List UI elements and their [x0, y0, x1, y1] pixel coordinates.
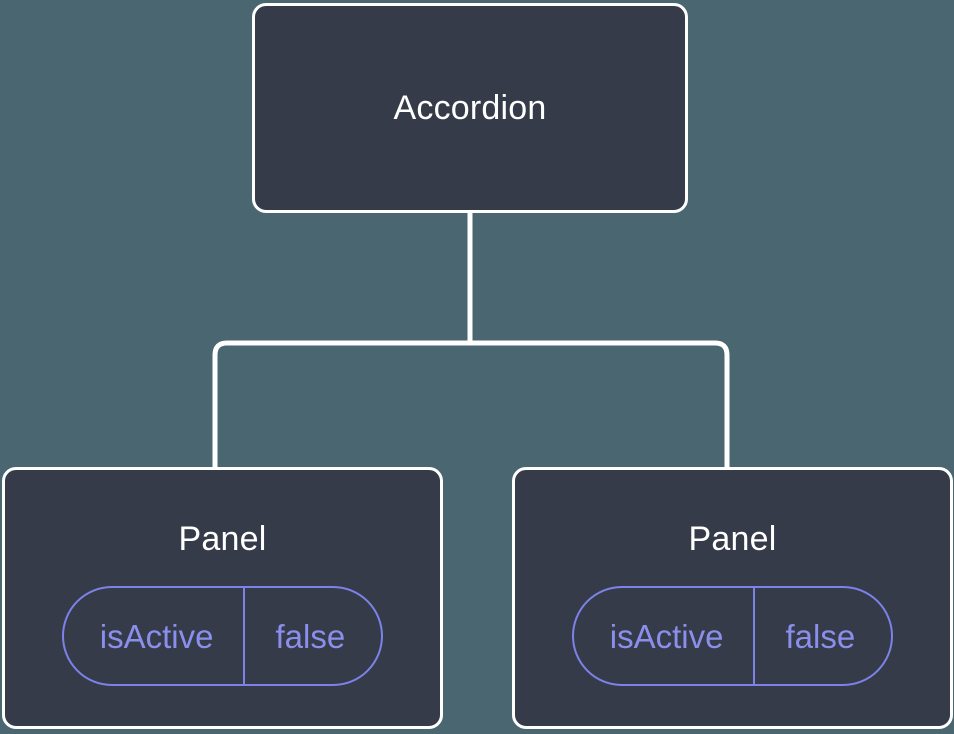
- prop-key: isActive: [609, 617, 724, 655]
- node-title: Panel: [178, 520, 267, 558]
- prop-value: false: [753, 588, 891, 684]
- prop-pill[interactable]: isActive false: [61, 586, 384, 686]
- prop-key: isActive: [99, 617, 214, 655]
- node-panel[interactable]: Panel isActive false: [2, 467, 443, 729]
- node-title: Panel: [688, 520, 777, 558]
- node-accordion[interactable]: Accordion: [252, 3, 688, 213]
- edge-bus-right: [470, 340, 730, 470]
- prop-pill[interactable]: isActive false: [571, 586, 894, 686]
- node-title: Accordion: [393, 89, 547, 127]
- edge-bus-left: [212, 340, 470, 470]
- prop-value: false: [243, 588, 381, 684]
- node-panel[interactable]: Panel isActive false: [512, 467, 953, 729]
